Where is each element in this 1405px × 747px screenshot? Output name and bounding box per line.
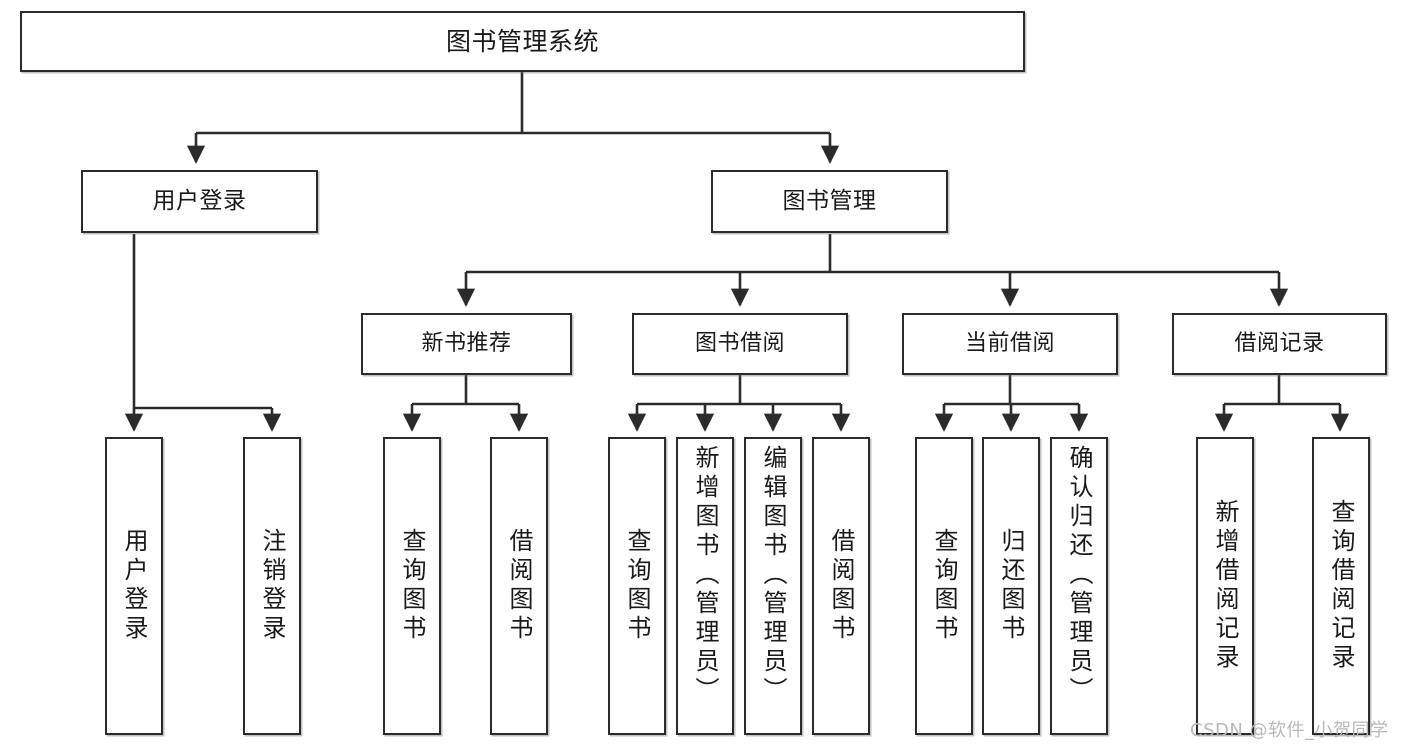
node-user-login-label: 用户登录 — [152, 188, 247, 215]
node-leaf-user-login-label: 用户登录 — [120, 528, 148, 644]
node-book-manage-label: 图书管理 — [782, 188, 877, 215]
node-leaf-confirm-return-label: 确认归还（管理员） — [1065, 445, 1093, 706]
node-leaf-return-book[interactable]: 归还图书 — [982, 437, 1040, 735]
node-book-borrow[interactable]: 图书借阅 — [632, 313, 848, 375]
node-leaf-query-borrow-record-label: 查询借阅记录 — [1327, 499, 1355, 673]
node-book-manage[interactable]: 图书管理 — [711, 170, 948, 233]
node-borrow-record-label: 借阅记录 — [1234, 331, 1325, 357]
node-leaf-add-book-label: 新增图书（管理员） — [691, 445, 719, 706]
node-leaf-query-book-recommend[interactable]: 查询图书 — [383, 437, 441, 735]
node-leaf-query-book-borrow-label: 查询图书 — [623, 528, 651, 644]
node-current-borrow[interactable]: 当前借阅 — [902, 313, 1118, 375]
node-leaf-edit-book[interactable]: 编辑图书（管理员） — [744, 437, 802, 735]
node-leaf-borrow-book[interactable]: 借阅图书 — [812, 437, 870, 735]
node-leaf-query-book-current-label: 查询图书 — [930, 528, 958, 644]
node-leaf-borrow-book-recommend-label: 借阅图书 — [505, 528, 533, 644]
node-new-book-recommend-label: 新书推荐 — [421, 331, 512, 357]
node-leaf-query-borrow-record[interactable]: 查询借阅记录 — [1312, 437, 1370, 735]
node-borrow-record[interactable]: 借阅记录 — [1172, 313, 1387, 375]
node-leaf-query-book-current[interactable]: 查询图书 — [915, 437, 973, 735]
node-leaf-add-borrow-record[interactable]: 新增借阅记录 — [1196, 437, 1254, 735]
node-leaf-add-book[interactable]: 新增图书（管理员） — [676, 437, 734, 735]
node-leaf-query-book-recommend-label: 查询图书 — [398, 528, 426, 644]
node-user-login[interactable]: 用户登录 — [81, 170, 318, 233]
node-leaf-return-book-label: 归还图书 — [997, 528, 1025, 644]
node-leaf-borrow-book-recommend[interactable]: 借阅图书 — [490, 437, 548, 735]
csdn-watermark: CSDN @软件_小贺同学 — [1190, 720, 1389, 741]
node-root-system[interactable]: 图书管理系统 — [20, 11, 1025, 72]
node-leaf-user-login[interactable]: 用户登录 — [105, 437, 163, 735]
node-leaf-query-book-borrow[interactable]: 查询图书 — [608, 437, 666, 735]
node-new-book-recommend[interactable]: 新书推荐 — [361, 313, 572, 375]
node-current-borrow-label: 当前借阅 — [964, 331, 1055, 357]
node-leaf-confirm-return[interactable]: 确认归还（管理员） — [1050, 437, 1108, 735]
node-book-borrow-label: 图书借阅 — [694, 331, 785, 357]
node-root-system-label: 图书管理系统 — [445, 27, 599, 56]
node-leaf-edit-book-label: 编辑图书（管理员） — [759, 445, 787, 706]
node-leaf-logout-login-label: 注销登录 — [258, 528, 286, 644]
node-leaf-logout-login[interactable]: 注销登录 — [243, 437, 301, 735]
node-leaf-borrow-book-label: 借阅图书 — [827, 528, 855, 644]
node-leaf-add-borrow-record-label: 新增借阅记录 — [1211, 499, 1239, 673]
